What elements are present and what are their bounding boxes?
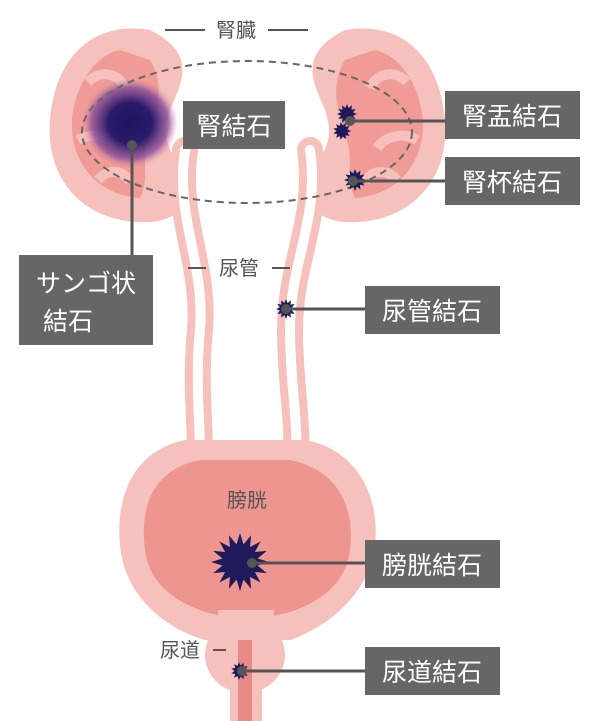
right-kidney — [306, 28, 446, 223]
pelvis-stone-b — [333, 122, 351, 140]
label-urethra-stone-text: 尿道結石 — [382, 658, 482, 687]
label-bladder-stone-text: 膀胱結石 — [382, 551, 482, 580]
label-pelvis-stone: 腎盂結石 — [445, 91, 580, 139]
label-coral-line1: サンゴ状 — [36, 269, 136, 298]
bladder-stone — [211, 533, 269, 591]
label-coral-stone: サンゴ状 結石 — [19, 255, 153, 345]
urethra-label-group: 尿道 — [160, 638, 226, 662]
label-ureter-stone: 尿管結石 — [365, 286, 500, 334]
label-calyx-text: 腎杯結石 — [462, 168, 562, 197]
label-coral-line2: 結石 — [43, 307, 93, 336]
urethra-label: 尿道 — [160, 638, 200, 662]
label-bladder-stone: 膀胱結石 — [365, 540, 500, 588]
ureters — [169, 137, 326, 468]
leader-lines — [130, 119, 445, 673]
left-kidney — [49, 28, 189, 223]
leader-dots — [127, 116, 358, 676]
bladder-label: 膀胱 — [227, 488, 267, 512]
urethra — [205, 610, 285, 721]
ureter-label: 尿管 — [219, 256, 259, 280]
label-pelvis-text: 腎盂結石 — [462, 102, 562, 131]
label-urethra-stone: 尿道結石 — [365, 647, 500, 695]
coral-stone — [82, 78, 178, 168]
kidney-label: 腎臓 — [216, 18, 256, 42]
ureter-label-group: 尿管 — [188, 256, 290, 280]
label-kidney-stone-text: 腎結石 — [196, 112, 271, 141]
kidney-label-group: 腎臓 — [165, 18, 308, 42]
label-kidney-stone: 腎結石 — [183, 101, 285, 149]
label-calyx-stone: 腎杯結石 — [445, 157, 580, 205]
kidney-dashed-outline — [81, 60, 413, 204]
pelvis-stone-a — [337, 104, 357, 124]
label-ureter-stone-text: 尿管結石 — [382, 297, 482, 326]
